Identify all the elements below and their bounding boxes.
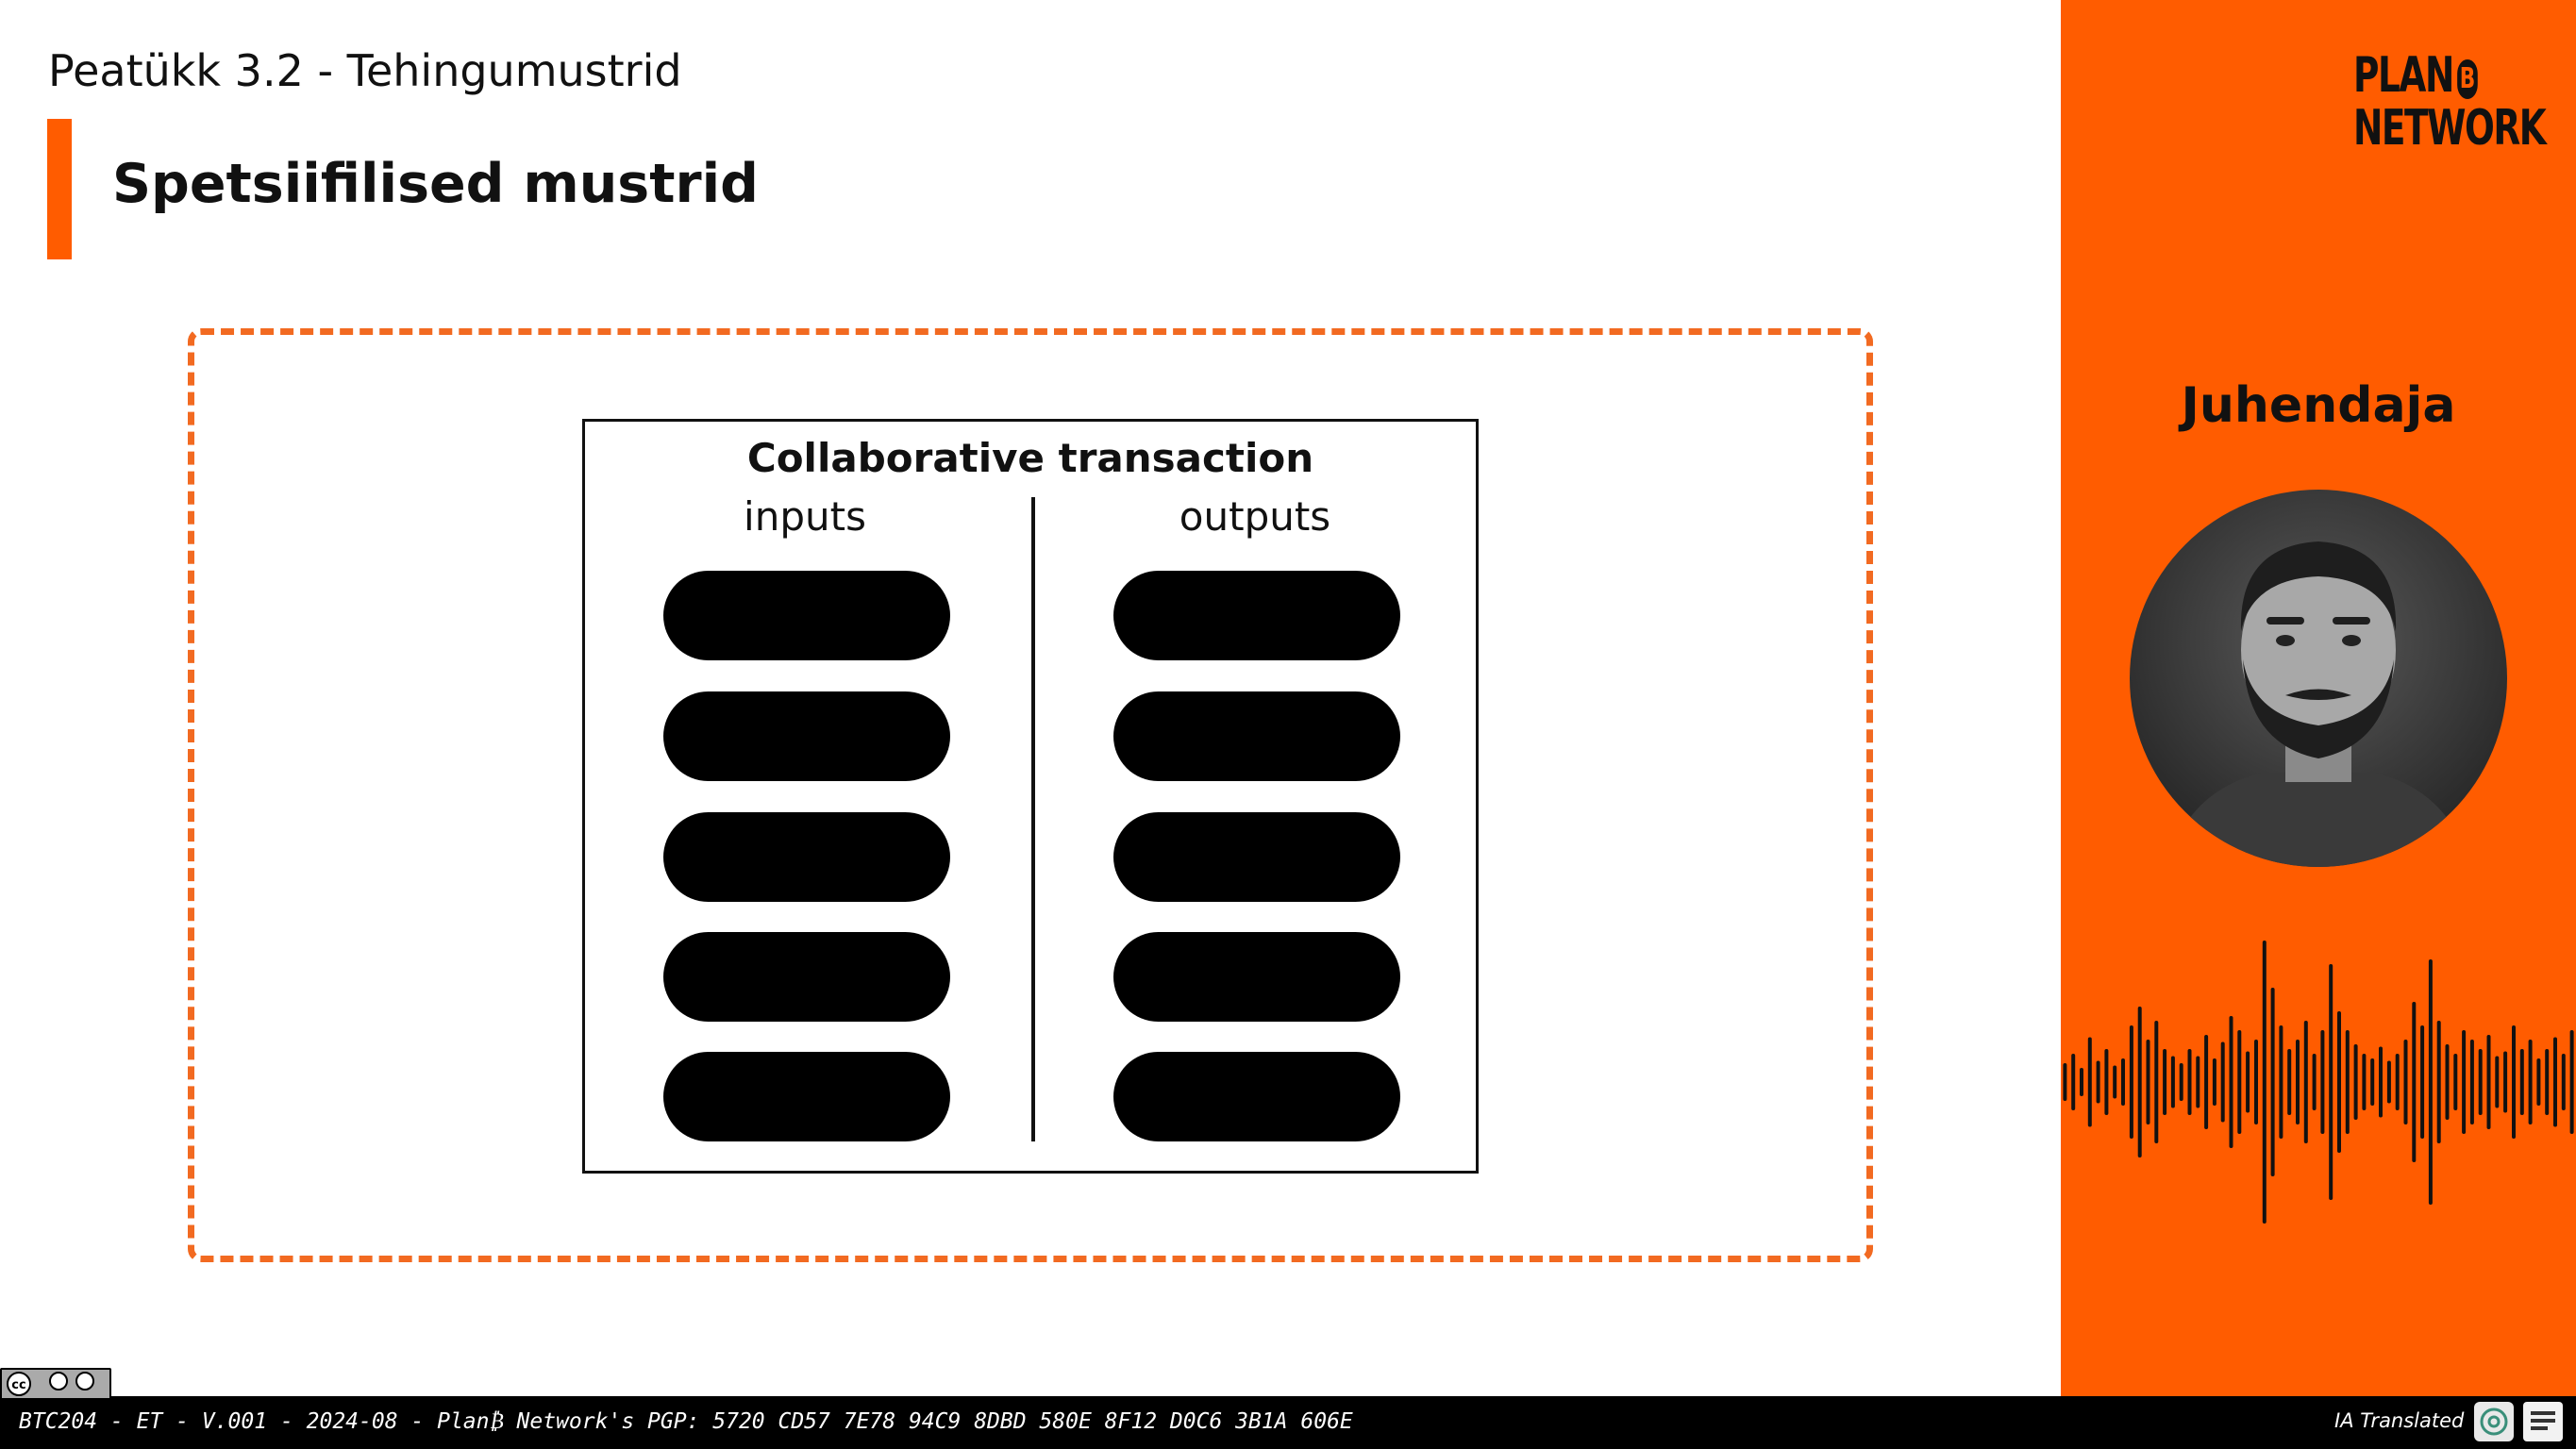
slide-title: Spetsiifilised mustrid	[112, 153, 759, 215]
waveform-bar	[2113, 1065, 2117, 1099]
waveform-bar	[2287, 1049, 2292, 1115]
input-pill	[663, 812, 950, 902]
output-pill	[1113, 1052, 1400, 1141]
ia-translated-label: IA Translated	[2334, 1409, 2465, 1432]
chapter-heading: Peatükk 3.2 - Tehingumustrid	[48, 45, 682, 96]
waveform-bar	[2196, 1056, 2200, 1108]
waveform-bar	[2420, 1025, 2425, 1139]
teacher-avatar	[2130, 490, 2507, 867]
waveform-bar	[2353, 1044, 2358, 1120]
column-divider	[1031, 497, 1035, 1141]
output-pill	[1113, 812, 1400, 902]
waveform-bar	[2412, 1002, 2417, 1162]
waveform-bar	[2320, 1030, 2325, 1134]
transaction-diagram: Collaborative transaction inputs outputs	[582, 419, 1479, 1174]
waveform-bar	[2237, 1030, 2242, 1134]
outputs-label: outputs	[1179, 493, 1331, 540]
input-pill	[663, 932, 950, 1022]
waveform-bar	[2370, 1058, 2375, 1106]
waveform-bar	[2395, 1054, 2400, 1110]
waveform-bar	[2469, 1040, 2474, 1124]
portrait-icon	[2167, 541, 2469, 867]
lab-logo-icon	[2523, 1402, 2563, 1441]
input-pill	[663, 1052, 950, 1141]
waveform-bar	[2403, 1040, 2408, 1124]
audio-waveform	[2063, 941, 2574, 1224]
waveform-bar	[2279, 1025, 2283, 1139]
waveform-bar	[2553, 1037, 2557, 1127]
waveform-bar	[2087, 1037, 2092, 1127]
waveform-bar	[2519, 1049, 2524, 1115]
waveform-bar	[2345, 1030, 2350, 1134]
waveform-bar	[2503, 1051, 2508, 1113]
svg-text:cc: cc	[11, 1378, 25, 1392]
cc-by-sa-icon: cc	[0, 1368, 111, 1400]
waveform-bar	[2545, 1049, 2550, 1115]
content-frame	[188, 328, 1873, 1262]
input-pill	[663, 691, 950, 781]
waveform-bar	[2071, 1054, 2076, 1110]
waveform-bar	[2212, 1058, 2216, 1106]
waveform-bar	[2478, 1049, 2483, 1115]
waveform-bar	[2569, 1030, 2574, 1134]
waveform-bar	[2329, 964, 2333, 1200]
waveform-bar	[2262, 941, 2267, 1224]
waveform-bar	[2246, 1051, 2250, 1113]
output-pill	[1113, 691, 1400, 781]
waveform-bar	[2204, 1035, 2209, 1129]
waveform-bar	[2296, 1040, 2300, 1124]
waveform-bar	[2428, 959, 2433, 1205]
waveform-bar	[2337, 1011, 2341, 1153]
inputs-label: inputs	[744, 493, 866, 540]
waveform-bar	[2362, 1054, 2367, 1110]
waveform-bar	[2561, 1054, 2566, 1110]
footer-meta: BTC204 - ET - V.001 - 2024-08 - Plan₿ Ne…	[19, 1409, 1353, 1434]
waveform-bar	[2462, 1030, 2467, 1134]
waveform-bar	[2146, 1040, 2150, 1124]
waveform-bar	[2312, 1054, 2317, 1110]
waveform-bar	[2129, 1025, 2133, 1139]
waveform-bar	[2386, 1060, 2391, 1104]
waveform-bar	[2179, 1063, 2183, 1101]
waveform-bar	[2303, 1021, 2308, 1143]
output-pill	[1113, 571, 1400, 660]
waveform-bar	[2495, 1056, 2500, 1108]
waveform-bar	[2096, 1060, 2100, 1104]
waveform-bar	[2536, 1058, 2541, 1106]
waveform-bar	[2063, 1063, 2067, 1101]
waveform-bar	[2080, 1068, 2083, 1096]
waveform-bar	[2486, 1035, 2491, 1129]
waveform-bar	[2528, 1040, 2533, 1124]
waveform-bar	[2512, 1025, 2516, 1139]
waveform-bar	[2453, 1054, 2458, 1110]
waveform-bar	[2379, 1046, 2383, 1118]
waveform-bar	[2220, 1041, 2225, 1123]
waveform-bar	[2229, 1016, 2233, 1148]
waveform-bar	[2436, 1021, 2441, 1143]
teacher-label: Juhendaja	[2181, 377, 2456, 434]
diagram-title: Collaborative transaction	[746, 435, 1314, 481]
title-accent-bar	[47, 119, 72, 259]
waveform-bar	[2170, 1056, 2175, 1108]
output-pill	[1113, 932, 1400, 1022]
waveform-bar	[2104, 1049, 2109, 1115]
waveform-bar	[2445, 1044, 2450, 1120]
ai-logo-icon	[2474, 1402, 2514, 1441]
waveform-bar	[2163, 1049, 2167, 1115]
waveform-bar	[2254, 1040, 2258, 1124]
waveform-bar	[2187, 1049, 2192, 1115]
waveform-bar	[2137, 1007, 2142, 1158]
input-pill	[663, 571, 950, 660]
footer-bar	[0, 1396, 2576, 1449]
waveform-bar	[2154, 1021, 2159, 1143]
waveform-bar	[2270, 988, 2275, 1176]
waveform-bar	[2121, 1058, 2125, 1106]
